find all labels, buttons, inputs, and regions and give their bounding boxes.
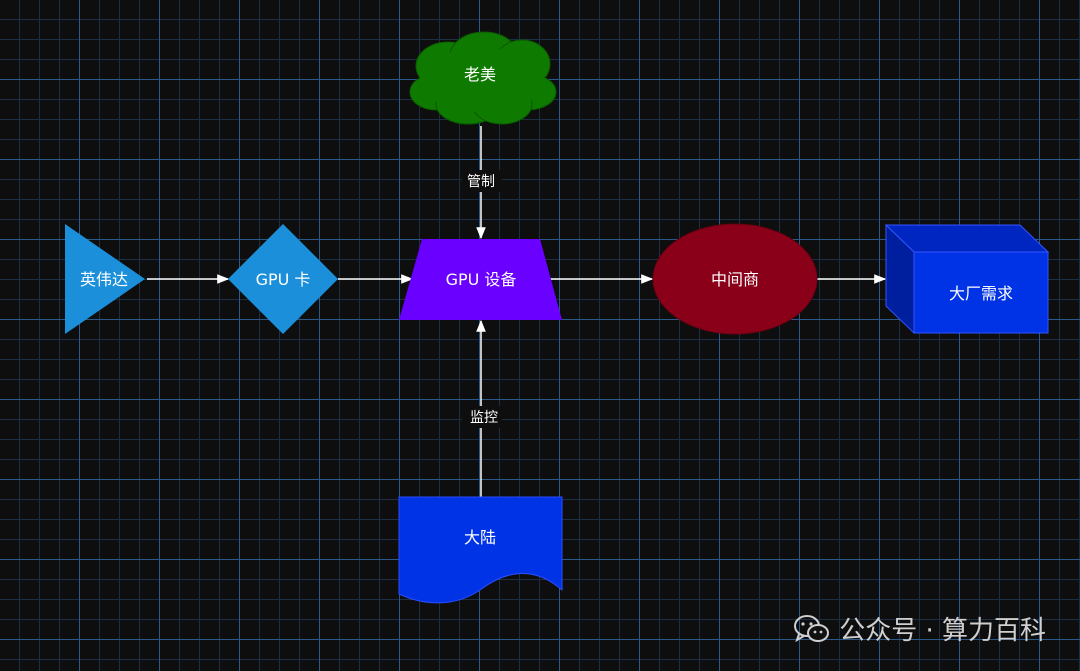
node-middleman: 中间商	[652, 223, 818, 335]
node-gpu-device-label: GPU 设备	[446, 270, 517, 289]
node-bigtech-demand: 大厂需求	[884, 223, 1050, 335]
node-gpu-card: GPU 卡	[228, 224, 338, 334]
document-shape	[398, 496, 563, 604]
cloud-fill	[420, 48, 544, 112]
node-bigtech-demand-label: 大厂需求	[949, 284, 1013, 303]
node-usa: 老美	[409, 31, 557, 125]
node-mainland-label: 大陆	[464, 528, 496, 547]
node-usa-label: 老美	[464, 65, 496, 84]
node-gpu-device: GPU 设备	[399, 239, 562, 320]
box-front-face	[913, 251, 1049, 334]
node-mainland: 大陆	[398, 496, 563, 604]
edge-label-monitor: 监控	[470, 410, 498, 426]
trapezoid-shape	[399, 239, 562, 320]
wechat-icon	[794, 614, 830, 642]
ellipse-shape	[652, 223, 818, 335]
node-middleman-label: 中间商	[711, 270, 759, 289]
node-nvidia-label: 英伟达	[80, 270, 128, 289]
edge-label-control: 管制	[467, 174, 495, 190]
node-gpu-card-label: GPU 卡	[256, 270, 311, 289]
watermark: 公众号 · 算力百科	[793, 610, 1046, 647]
node-nvidia: 英伟达	[65, 224, 145, 334]
diamond-shape	[228, 224, 338, 334]
triangle-shape	[65, 224, 145, 334]
watermark-text: 公众号 · 算力百科	[839, 616, 1046, 646]
